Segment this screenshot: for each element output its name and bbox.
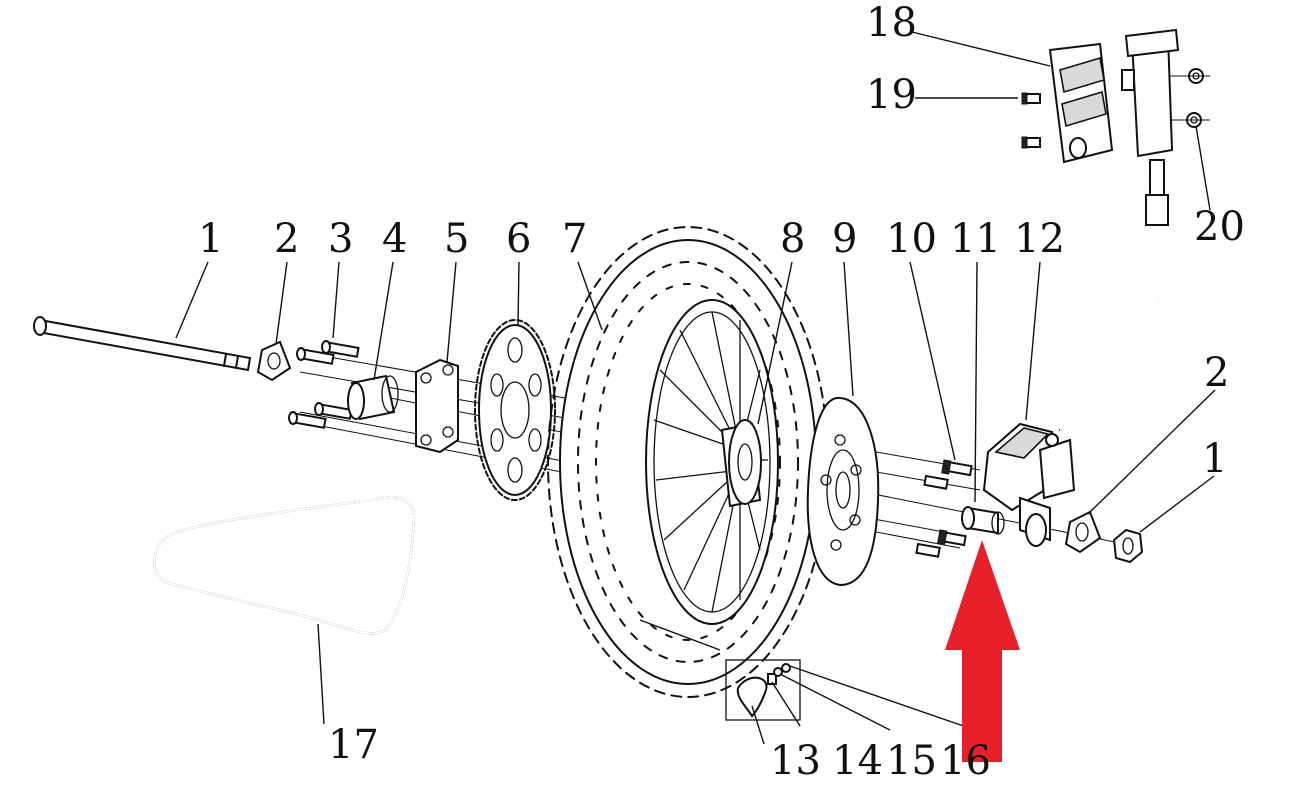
callout-4: 4 [382, 216, 407, 262]
disc-bolts [915, 459, 973, 558]
rear-brake-master-cylinder [1121, 28, 1180, 226]
callout-11: 11 [950, 216, 1001, 262]
master-cylinder-guard [1048, 42, 1114, 164]
leader-lines [175, 31, 1216, 745]
callout-5: 5 [444, 216, 469, 262]
callout-12: 12 [1014, 216, 1065, 262]
brake-hose [1059, 119, 1159, 432]
callout-20: 20 [1194, 204, 1245, 250]
callout-17: 17 [328, 722, 379, 768]
axle-spacer-left [347, 374, 399, 421]
callout-numbers: 1 2 3 4 5 6 7 8 9 10 11 12 2 1 13 14 15 … [198, 0, 1245, 784]
callout-3: 3 [328, 216, 353, 262]
brake-disc [806, 396, 880, 587]
callout-10: 10 [886, 216, 937, 262]
callout-6: 6 [506, 216, 531, 262]
rear-wheel-rim [645, 299, 779, 625]
master-cylinder-nuts [1170, 68, 1210, 128]
rear-axle [33, 316, 252, 372]
callout-2-right: 2 [1204, 350, 1229, 396]
callout-18: 18 [866, 0, 917, 46]
axle-spacer-right [961, 506, 1005, 535]
callout-9: 9 [832, 216, 857, 262]
highlight-arrow [945, 540, 1020, 762]
callout-1-left: 1 [198, 216, 223, 262]
callout-7: 7 [562, 216, 587, 262]
drive-chain [153, 496, 416, 635]
rear-sprocket [474, 319, 556, 501]
callout-14: 14 [832, 738, 883, 784]
callout-13: 13 [770, 738, 821, 784]
callout-2-left: 2 [274, 216, 299, 262]
callout-19: 19 [866, 72, 917, 118]
chain-adjuster-left [256, 340, 292, 382]
callout-1-right: 1 [1202, 436, 1227, 482]
sprocket-lock-plate [415, 358, 459, 454]
chain-adjuster-right [1064, 510, 1102, 554]
callout-16: 16 [940, 738, 991, 784]
sprocket-bolts [288, 340, 360, 429]
callout-8: 8 [780, 216, 805, 262]
callout-15: 15 [886, 738, 937, 784]
brake-caliper [982, 422, 1076, 547]
valve-kit-box [725, 659, 801, 721]
axle-nut [1112, 528, 1144, 564]
guard-screws [1021, 92, 1041, 149]
